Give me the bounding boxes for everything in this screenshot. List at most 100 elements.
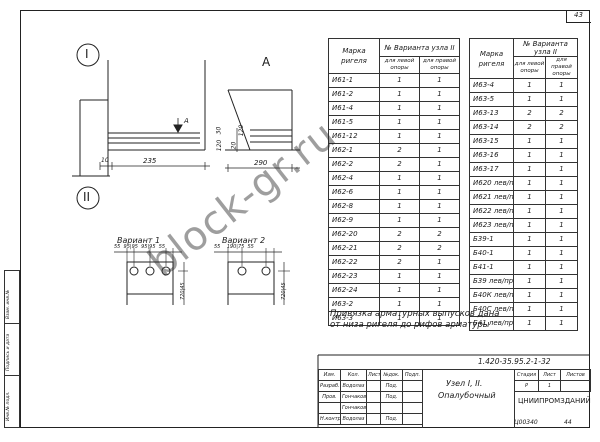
variant2-label: Вариант 2 [222, 236, 266, 245]
header-left-support: для левой опоры [513, 56, 546, 79]
beam-mark-cell: И63-17 [469, 162, 514, 177]
right-support-cell: 1 [545, 162, 578, 177]
beam-mark-cell: И62-22 [328, 255, 380, 270]
left-support-cell: 1 [379, 283, 420, 298]
left-support-cell: 1 [513, 162, 546, 177]
node-one-label: I [85, 47, 89, 61]
header-mark: Марка ригеля [328, 38, 380, 74]
beam-mark-cell: Б39-1 [469, 232, 514, 247]
variant1-dims: 55 95|95 95|95 55 [114, 244, 166, 250]
right-support-cell: 1 [419, 199, 460, 214]
left-support-cell: 1 [513, 78, 546, 93]
role-cell [366, 380, 381, 392]
beam-mark-cell: И62-9 [328, 213, 380, 228]
note-line-2: от низа ригеля до рифов арматуры [330, 320, 490, 330]
beam-mark-cell: И63-5 [469, 92, 514, 107]
beam-mark-cell: И63-16 [469, 148, 514, 163]
right-support-cell: 1 [545, 316, 578, 331]
role-row: Пров.ГончаковаПод. [318, 391, 423, 403]
right-support-cell: 1 [545, 274, 578, 289]
left-beam-table: Марка ригеля № Варианта узла II для лево… [328, 38, 460, 326]
role-cell: Пров. [318, 391, 341, 403]
dim-20: 20 [230, 141, 238, 150]
header-right-support: для правой опоры [545, 56, 578, 79]
right-support-cell: 2 [545, 120, 578, 135]
right-support-cell: 1 [419, 283, 460, 298]
stage-header: Стадия [514, 369, 539, 381]
view-label: А [262, 55, 271, 69]
role-cell: Под. [380, 413, 403, 425]
beam-mark-cell: И62-23 [328, 269, 380, 284]
left-support-cell: 2 [379, 143, 420, 158]
left-support-cell: 1 [379, 199, 420, 214]
right-support-cell: 1 [545, 92, 578, 107]
variant1-vert-dim: 720|45 [180, 282, 186, 300]
table-row: Б40С лев/пр.-111 [469, 302, 578, 317]
beam-mark-cell: И62-2 [328, 157, 380, 172]
beam-mark-cell: И62-6 [328, 185, 380, 200]
variant1-label: Вариант 1 [117, 236, 161, 245]
left-support-cell: 1 [513, 274, 546, 289]
beam-mark-cell: И61-1 [328, 73, 380, 88]
beam-mark-cell: И62-20 [328, 227, 380, 242]
beam-mark-cell: И63-15 [469, 134, 514, 149]
beam-mark-cell: И61-4 [328, 101, 380, 116]
beam-mark-cell: И61-5 [328, 115, 380, 130]
left-support-cell: 1 [379, 213, 420, 228]
table-row: И621 лев/пр.-111 [469, 190, 578, 205]
left-support-cell: 1 [513, 288, 546, 303]
left-support-cell: 1 [379, 185, 420, 200]
right-support-cell: 2 [419, 241, 460, 256]
node-one-circle [76, 43, 100, 67]
right-support-cell: 1 [545, 260, 578, 275]
sheets-value [560, 380, 591, 392]
title-line-1: Узел I, II. [446, 379, 483, 388]
beam-mark-cell: Б40К лев/пр.-1 [469, 288, 514, 303]
role-cell: Кол. [340, 369, 367, 381]
right-support-cell: 1 [545, 148, 578, 163]
left-support-cell: 1 [379, 73, 420, 88]
left-support-cell: 1 [513, 176, 546, 191]
bottom-code: Ц00340 [514, 419, 538, 426]
bottom-number: 44 [564, 419, 572, 426]
right-support-cell: 1 [545, 246, 578, 261]
left-support-cell: 1 [513, 148, 546, 163]
right-support-cell: 1 [545, 232, 578, 247]
right-support-cell: 1 [419, 269, 460, 284]
left-support-cell: 1 [513, 260, 546, 275]
beam-mark-cell: И61-2 [328, 87, 380, 102]
right-support-cell: 1 [545, 218, 578, 233]
role-cell: Под. [380, 380, 403, 392]
left-support-cell: 1 [379, 171, 420, 186]
role-cell: Гончакова [340, 402, 367, 414]
variant2-dims: 55 190|75 55 [214, 244, 254, 250]
sheets-header: Листов [560, 369, 591, 381]
role-cell: Подп. [402, 369, 423, 381]
variant2-section [227, 261, 275, 295]
role-cell [366, 402, 381, 414]
right-support-cell: 1 [419, 157, 460, 172]
beam-mark-cell: И623 лев/пр.-1 [469, 218, 514, 233]
beam-mark-cell: И63-13 [469, 106, 514, 121]
right-support-cell: 1 [419, 311, 460, 326]
beam-mark-cell: И621 лев/пр.-1 [469, 190, 514, 205]
right-support-cell: 1 [419, 185, 460, 200]
note-line-1: Привязка арматурных выпусков дана [330, 309, 500, 319]
dim-290: 290 [254, 159, 268, 167]
role-cell: Гончакова [340, 391, 367, 403]
left-support-cell: 2 [513, 106, 546, 121]
